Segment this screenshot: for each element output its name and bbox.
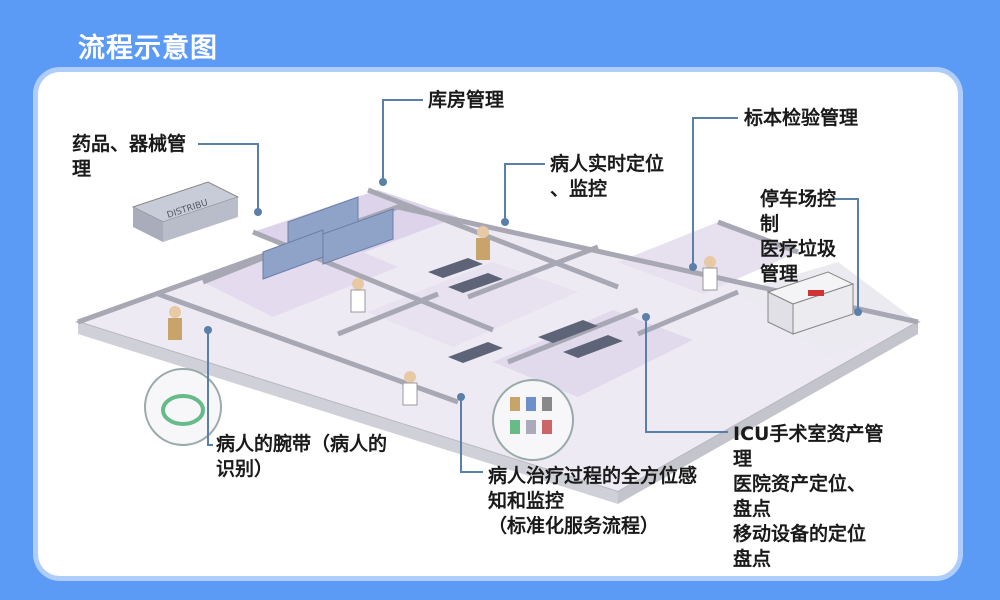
label-medicine-equipment: 药品、器械管 理 xyxy=(72,133,187,180)
floor-front-edge xyxy=(78,322,618,504)
diagram-panel: DISTRIBU xyxy=(38,72,958,576)
ambulance xyxy=(766,271,855,335)
label-parking-waste: 停车场控 制 医疗垃圾 管理 xyxy=(760,188,837,285)
hospital-floorplan-illustration: DISTRIBU xyxy=(74,99,921,504)
staff-figures xyxy=(168,226,718,406)
floor-right-edge xyxy=(618,322,918,504)
leader-lines xyxy=(198,99,859,473)
warehouse-shelves xyxy=(262,196,394,280)
ward-beds xyxy=(428,258,623,363)
wristband-detail-circle xyxy=(144,368,222,446)
label-patient-realtime-location: 病人实时定位 、监控 xyxy=(550,153,665,200)
label-treatment-monitoring: 病人治疗过程的全方位感 知和监控 （标准化服务流程） xyxy=(488,465,698,537)
label-warehouse-management: 库房管理 xyxy=(428,89,505,111)
label-specimen-inspection: 标本检验管理 xyxy=(744,107,859,129)
label-patient-wristband: 病人的腕带（病人的 识别） xyxy=(216,433,388,480)
zone-ward xyxy=(368,262,578,347)
zone-pharmacy xyxy=(203,237,398,317)
page-title: 流程示意图 xyxy=(78,33,218,64)
wall-lines xyxy=(77,187,919,405)
delivery-truck: DISTRIBU xyxy=(131,181,240,242)
label-icu-asset-management: ICU手术室资产管 理 医院资产定位、 盘点 移动设备的定位 盘点 xyxy=(733,423,884,570)
leader-dots xyxy=(204,178,862,401)
